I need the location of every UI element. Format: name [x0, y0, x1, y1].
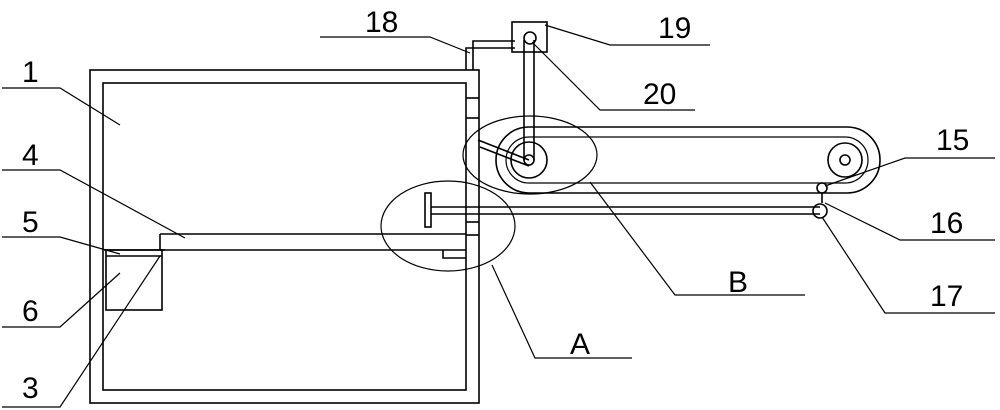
leader-5	[2, 236, 121, 255]
leader-b	[589, 181, 805, 296]
leader-20	[531, 41, 695, 111]
part-15-roller	[816, 182, 828, 194]
label-20: 20	[643, 78, 676, 111]
belt-right-curve	[846, 126, 881, 194]
part-17-joint	[812, 203, 828, 219]
leader-3	[2, 255, 161, 408]
motor-pin	[523, 31, 537, 45]
label-5: 5	[22, 206, 39, 239]
label-6: 6	[22, 295, 39, 328]
leader-16	[824, 202, 995, 241]
housing-inner-wall	[102, 82, 467, 391]
driven-pulley-axle	[839, 154, 851, 166]
label-1: 1	[22, 56, 39, 89]
crank-arm-2	[479, 146, 530, 167]
label-18: 18	[365, 6, 398, 39]
label-a: A	[570, 328, 590, 361]
pipe-inner	[472, 40, 515, 70]
leader-6	[2, 272, 121, 328]
leader-19	[544, 24, 710, 46]
housing-outer-wall	[89, 69, 480, 404]
belt-left-inner-curve	[505, 136, 530, 184]
label-19: 19	[658, 12, 691, 45]
label-b: B	[728, 266, 748, 299]
leader-17	[821, 216, 995, 314]
leader-18	[320, 36, 471, 54]
pipe-outer	[465, 47, 515, 70]
label-4: 4	[22, 139, 39, 172]
leader-a	[491, 264, 632, 359]
label-15: 15	[936, 124, 969, 157]
belt-left-curve	[495, 126, 530, 194]
label-16: 16	[930, 207, 963, 240]
detail-circle-a	[380, 180, 516, 272]
plate-bracket	[442, 250, 466, 259]
leader-15	[824, 157, 995, 187]
label-3: 3	[22, 372, 39, 405]
crank-arm-1	[477, 139, 530, 161]
push-plate	[424, 192, 432, 228]
detail-circle-b	[462, 115, 598, 195]
drive-pulley	[510, 141, 548, 179]
leader-4	[2, 169, 186, 239]
belt-right-inner-curve	[844, 136, 869, 184]
label-17: 17	[930, 280, 963, 313]
leader-1	[2, 87, 121, 126]
driven-pulley	[827, 142, 863, 178]
motor-box	[511, 21, 548, 53]
collector-box	[105, 249, 163, 311]
drive-pulley-axle	[523, 154, 535, 166]
